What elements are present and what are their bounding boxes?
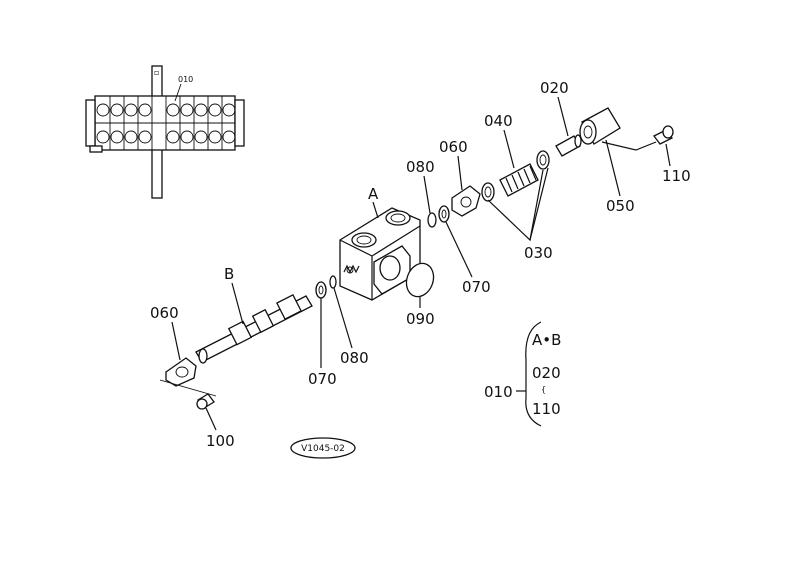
diagram-code: V1045-02	[301, 444, 345, 454]
valve-body-side-port	[379, 255, 401, 281]
legend-line-1: A•B	[532, 331, 561, 349]
leader-060-left	[171, 321, 181, 361]
overview-foot	[89, 145, 103, 153]
o-ring-090	[405, 262, 435, 298]
overview-ports	[96, 103, 236, 144]
valve-body-spring	[343, 264, 360, 274]
valve-body-port-left	[351, 232, 377, 248]
ring-080-lower	[329, 275, 337, 289]
spool-land-2	[251, 308, 275, 334]
callout-040: 040	[484, 112, 513, 130]
spring-seat-030-b	[536, 150, 550, 170]
leader-110	[665, 143, 671, 167]
legend-range-mark: {	[541, 385, 546, 394]
screw-100	[196, 393, 215, 410]
leader-100	[205, 407, 217, 431]
overview-right-cap	[234, 99, 245, 147]
leader-070-top	[445, 221, 473, 278]
spool-land-3	[276, 294, 302, 320]
assembly-axis-left	[159, 379, 217, 397]
callout-110: 110	[662, 167, 691, 185]
legend-line-3: 110	[532, 400, 561, 418]
assembly-axis-right	[601, 141, 657, 151]
overview-shaft-mark: ▫	[154, 68, 159, 77]
ring-080-upper	[427, 212, 437, 228]
stopper-020	[555, 134, 582, 157]
overview-left-cap	[85, 99, 96, 147]
callout-050: 050	[606, 197, 635, 215]
callout-070-bottom: 070	[308, 370, 337, 388]
leader-080-bottom	[333, 287, 353, 349]
callout-070-top: 070	[462, 278, 491, 296]
legend-assembly-number: 010	[484, 383, 513, 401]
leader-060-top	[457, 155, 463, 191]
leader-A	[372, 201, 379, 219]
overview-callout: 010	[178, 75, 193, 84]
leader-B	[231, 282, 244, 325]
spring-040	[499, 163, 539, 197]
callout-030: 030	[524, 244, 553, 262]
spool-B	[195, 294, 313, 364]
legend-bracket	[525, 321, 542, 427]
seal-070-upper	[438, 205, 450, 223]
diagram-code-badge: V1045-02	[290, 437, 356, 459]
callout-100: 100	[206, 432, 235, 450]
cap-050	[579, 107, 621, 145]
leader-040	[503, 129, 515, 169]
cover-060-upper	[451, 185, 481, 217]
overview-leader	[174, 83, 182, 102]
callout-080-bottom: 080	[340, 349, 369, 367]
seal-070-lower	[315, 281, 327, 299]
left-cover-060	[165, 357, 197, 387]
callout-060-top: 060	[439, 138, 468, 156]
spring-seat-030-a	[481, 182, 495, 202]
callout-090: 090	[406, 310, 435, 328]
callout-060-left: 060	[150, 304, 179, 322]
assembly-label-A: A	[368, 185, 379, 203]
bolt-110	[653, 125, 674, 145]
leader-080-top	[423, 175, 431, 214]
assembly-legend: 010 A•B 020 { 110	[484, 321, 561, 427]
callout-080-top: 080	[406, 158, 435, 176]
assembly-label-B: B	[224, 265, 234, 283]
spool-end	[198, 348, 208, 364]
spool-land-1	[227, 320, 253, 346]
callout-020: 020	[540, 79, 569, 97]
leader-020	[557, 96, 569, 137]
valve-body-A	[339, 207, 421, 301]
valve-bank-overview: ▫ 010	[85, 65, 245, 199]
valve-body-port-right	[385, 210, 411, 226]
leader-050	[605, 139, 621, 197]
legend-line-2: 020	[532, 364, 561, 382]
